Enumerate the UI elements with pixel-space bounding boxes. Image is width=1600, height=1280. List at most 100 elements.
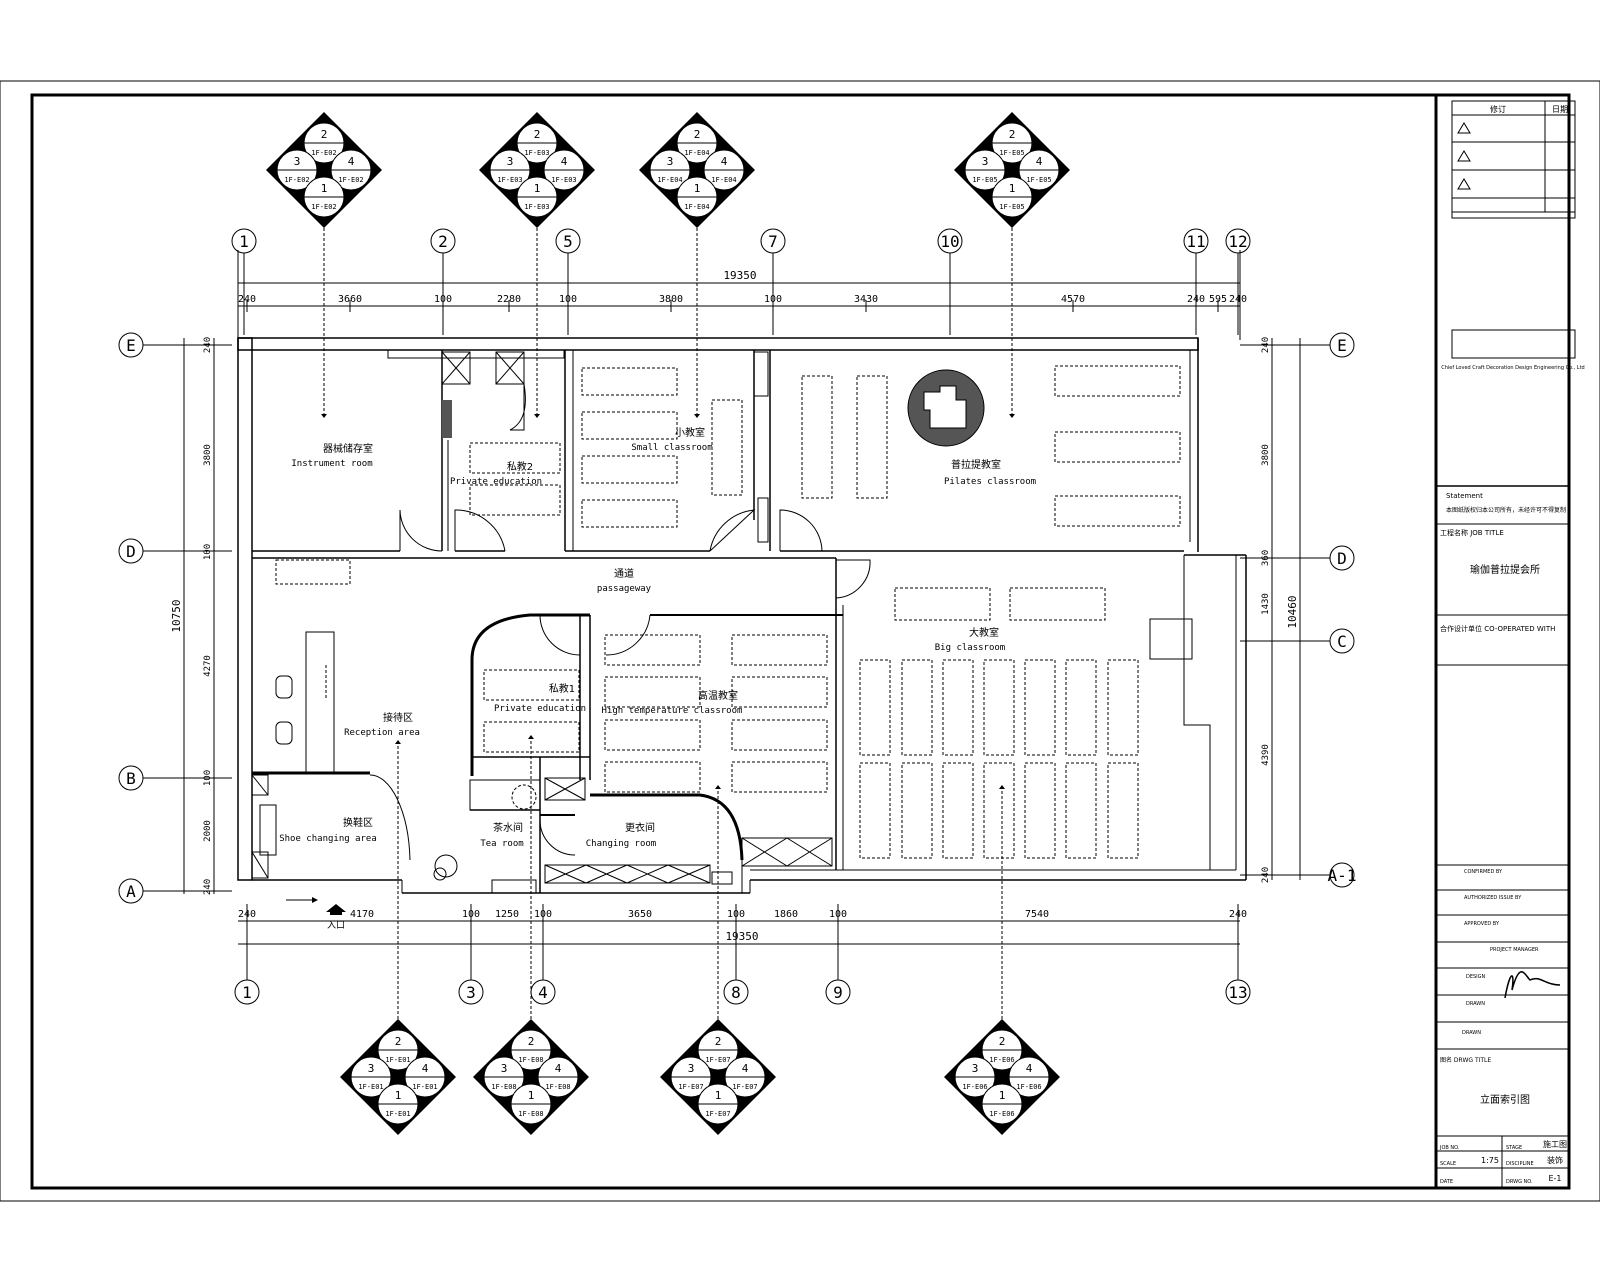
- marker-number-bottom: 1: [1009, 182, 1016, 195]
- signature-mark: [1504, 971, 1561, 999]
- pilates-zh: 普拉提教室: [951, 458, 1001, 471]
- stage-value: 施工图: [1543, 1139, 1567, 1149]
- big-class-zh: 大教室: [969, 626, 999, 639]
- bottom-segment-dim: 7540: [1025, 909, 1049, 920]
- top-segment-dim: 240: [238, 294, 256, 305]
- authorized-label: AUTHORIZED ISSUE BY: [1464, 895, 1522, 901]
- passage-en: passageway: [597, 584, 652, 594]
- marker-number-left: 3: [972, 1062, 979, 1075]
- marker-number-bottom: 1: [528, 1089, 535, 1102]
- marker-ref-top: 1F-E02: [311, 149, 336, 157]
- right-segment-dim: 3800: [1261, 444, 1271, 466]
- right-segment-dim: 360: [1261, 550, 1271, 566]
- marker-ref-right: 1F-E07: [732, 1083, 757, 1091]
- changing-zh: 更衣间: [625, 821, 655, 834]
- marker-number-top: 2: [534, 128, 541, 141]
- left-segment-dim: 2000: [203, 820, 213, 842]
- grid-left-E-label: E: [126, 336, 136, 355]
- marker-number-left: 3: [667, 155, 674, 168]
- tea-zh: 茶水间: [493, 821, 523, 834]
- scale-label: SCALE: [1440, 1161, 1456, 1167]
- private-top-en: Private education: [450, 477, 542, 487]
- bottom-segment-dim: 100: [462, 909, 480, 920]
- grid-top-1-label: 1: [239, 232, 249, 251]
- marker-ref-left: 1F-E05: [972, 176, 997, 184]
- bottom-segment-dim: 240: [238, 909, 256, 920]
- marker-number-right: 4: [348, 155, 355, 168]
- job-no-label: JOB NO.: [1439, 1145, 1460, 1151]
- statement-label: Statement: [1446, 492, 1483, 500]
- marker-ref-right: 1F-E05: [1026, 176, 1051, 184]
- marker-number-top: 2: [1009, 128, 1016, 141]
- marker-ref-top: 1F-E05: [999, 149, 1024, 157]
- top-segment-dim: 595: [1209, 294, 1227, 305]
- marker-ref-bottom: 1F-E07: [705, 1110, 730, 1118]
- marker-number-left: 3: [688, 1062, 695, 1075]
- marker-number-bottom: 1: [999, 1089, 1006, 1102]
- left-segment-dim: 240: [203, 879, 213, 895]
- marker-number-right: 4: [721, 155, 728, 168]
- hightemp-zh: 高温教室: [698, 689, 738, 702]
- grid-right-E-label: E: [1337, 336, 1347, 355]
- top-segment-dim: 3660: [338, 294, 362, 305]
- reception-en: Reception area: [344, 728, 420, 738]
- marker-ref-left: 1F-E02: [284, 176, 309, 184]
- bottom-segment-dim: 100: [727, 909, 745, 920]
- marker-number-left: 3: [294, 155, 301, 168]
- tea-en: Tea room: [480, 839, 523, 849]
- doors: [369, 509, 871, 861]
- scale-value: 1:75: [1481, 1156, 1499, 1165]
- marker-ref-left: 1F-E01: [358, 1083, 383, 1091]
- left-segment-dim: 100: [203, 544, 213, 560]
- grid-right-A-1-label: A-1: [1328, 866, 1357, 885]
- grid-bottom-8-label: 8: [731, 983, 741, 1002]
- left-segment-dim: 240: [203, 337, 213, 353]
- top-segment-dim: 240: [1229, 294, 1247, 305]
- top-segment-dim: 100: [559, 294, 577, 305]
- top-segment-dim: 4570: [1061, 294, 1085, 305]
- top-total-dim: 19350: [723, 269, 756, 282]
- bottom-segment-dim: 3650: [628, 909, 652, 920]
- top-segment-dim: 100: [764, 294, 782, 305]
- grid-bottom-9-label: 9: [833, 983, 843, 1002]
- grid-top-10-label: 10: [940, 232, 959, 251]
- big-class-en: Big classroom: [935, 643, 1005, 653]
- grid-bottom-13-label: 13: [1228, 983, 1247, 1002]
- marker-number-right: 4: [742, 1062, 749, 1075]
- small-class-zh: 小教室: [675, 426, 705, 439]
- marker-ref-top: 1F-E08: [518, 1056, 543, 1064]
- elevation-markers: 21F-E0231F-E0241F-E0211F-E0221F-E0331F-E…: [266, 112, 1070, 1135]
- grid-left-D-label: D: [126, 542, 136, 561]
- marker-number-left: 3: [368, 1062, 375, 1075]
- dwg-no-value: E-1: [1548, 1174, 1561, 1183]
- left-dimensions: 10750: [170, 338, 215, 894]
- bottom-segment-dim: 100: [534, 909, 552, 920]
- marker-number-right: 4: [555, 1062, 562, 1075]
- grid-bottom-1-label: 1: [242, 983, 252, 1002]
- left-segment-dim: 100: [203, 770, 213, 786]
- bottom-segment-dim: 100: [829, 909, 847, 920]
- marker-number-bottom: 1: [715, 1089, 722, 1102]
- marker-ref-bottom: 1F-E01: [385, 1110, 410, 1118]
- marker-number-top: 2: [715, 1035, 722, 1048]
- grid-top-5-label: 5: [563, 232, 573, 251]
- grid-right-C-label: C: [1337, 632, 1347, 651]
- left-segment-dim: 3800: [203, 444, 213, 466]
- dwg-no-label: DRWG NO.: [1506, 1179, 1533, 1185]
- top-segment-dim: 2280: [497, 294, 521, 305]
- room-labels: 器械储存室 Instrument room 私教2 Private educat…: [279, 426, 1036, 849]
- furniture: [275, 365, 1181, 894]
- marker-ref-bottom: 1F-E04: [684, 203, 709, 211]
- entrance-label: 入口: [327, 920, 345, 931]
- hightemp-en: High temperature classroom: [602, 706, 743, 716]
- marker-ref-left: 1F-E07: [678, 1083, 703, 1091]
- date-header: 日期: [1552, 105, 1568, 114]
- right-segment-dim: 240: [1261, 867, 1271, 883]
- marker-ref-top: 1F-E06: [989, 1056, 1014, 1064]
- pilates-en: Pilates classroom: [944, 477, 1036, 487]
